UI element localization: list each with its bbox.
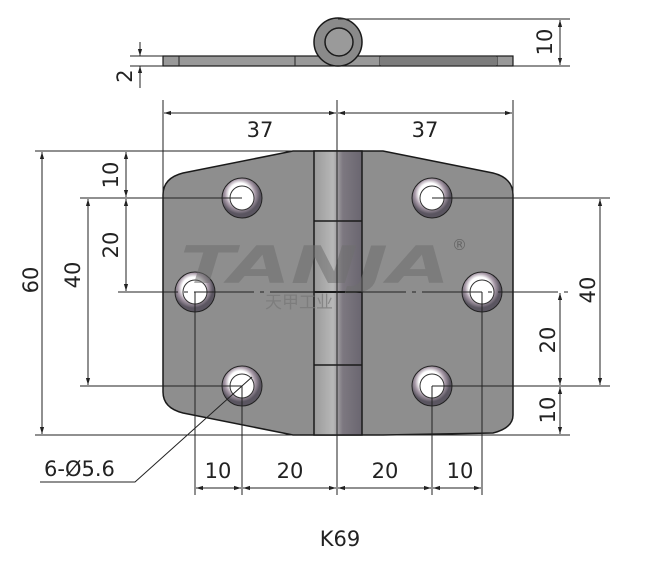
registered-mark: ® [452, 236, 467, 254]
dim-top-left-width: 37 [247, 118, 274, 142]
model-label: K69 [320, 527, 361, 551]
dim-top-right-width: 37 [412, 118, 439, 142]
dim-bottom-right-spacing: 20 [372, 459, 399, 483]
dim-side-thickness: 2 [113, 69, 137, 82]
extension-lines [35, 100, 610, 495]
dim-overall-height: 60 [19, 267, 43, 294]
side-view: 10 2 [113, 17, 570, 88]
dim-bottom-right-offset: 10 [447, 459, 474, 483]
dim-bottom-left-spacing: 20 [277, 459, 304, 483]
dim-side-height: 10 [533, 29, 557, 56]
dim-right-hole-spacing: 20 [536, 327, 560, 354]
watermark-subtitle: 天甲工业 [265, 293, 333, 313]
hinge-plate: TANJA ® 天甲工业 [162, 150, 514, 436]
dim-left-top-offset: 10 [99, 162, 123, 189]
dim-right-outer-spacing: 40 [576, 277, 600, 304]
dim-right-bottom-offset: 10 [536, 397, 560, 424]
dim-bottom-left-offset: 10 [205, 459, 232, 483]
watermark-brand: TANJA [180, 236, 450, 296]
dim-left-hole-spacing: 20 [99, 232, 123, 259]
hole-callout: 6-Ø5.6 [44, 457, 115, 481]
dim-left-outer-spacing: 40 [61, 262, 85, 289]
